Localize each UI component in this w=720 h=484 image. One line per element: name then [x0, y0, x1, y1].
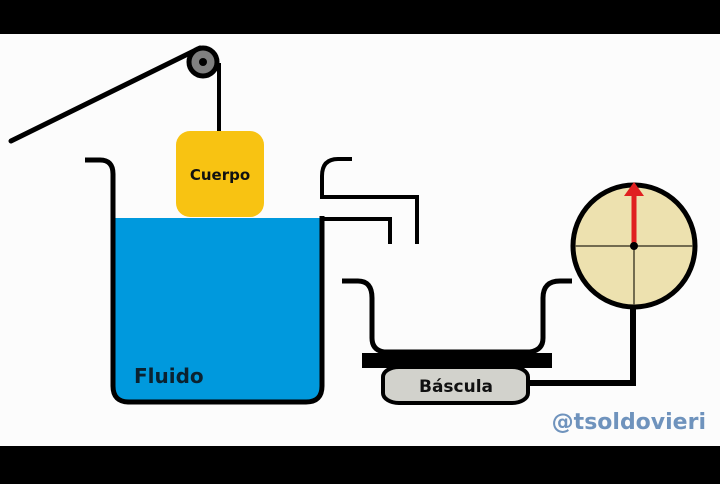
rope-incline	[8, 45, 203, 144]
scale-label: Báscula	[419, 377, 493, 397]
gauge-needle	[624, 182, 644, 250]
scale-platform	[362, 353, 552, 368]
gauge-cable	[528, 305, 636, 386]
bottom-letterbox	[0, 446, 720, 480]
body-block	[176, 131, 264, 217]
fluid-label: Fluido	[134, 364, 204, 388]
overflow-spout-outer	[320, 157, 419, 244]
overflow-spout-inner	[322, 217, 392, 244]
pulley-icon	[186, 45, 220, 79]
watermark: @tsoldovieri	[552, 410, 706, 435]
fluid	[114, 218, 320, 400]
tank-outline	[85, 157, 325, 405]
collection-pan	[342, 278, 572, 355]
body-label: Cuerpo	[190, 166, 250, 184]
top-letterbox	[0, 0, 720, 34]
